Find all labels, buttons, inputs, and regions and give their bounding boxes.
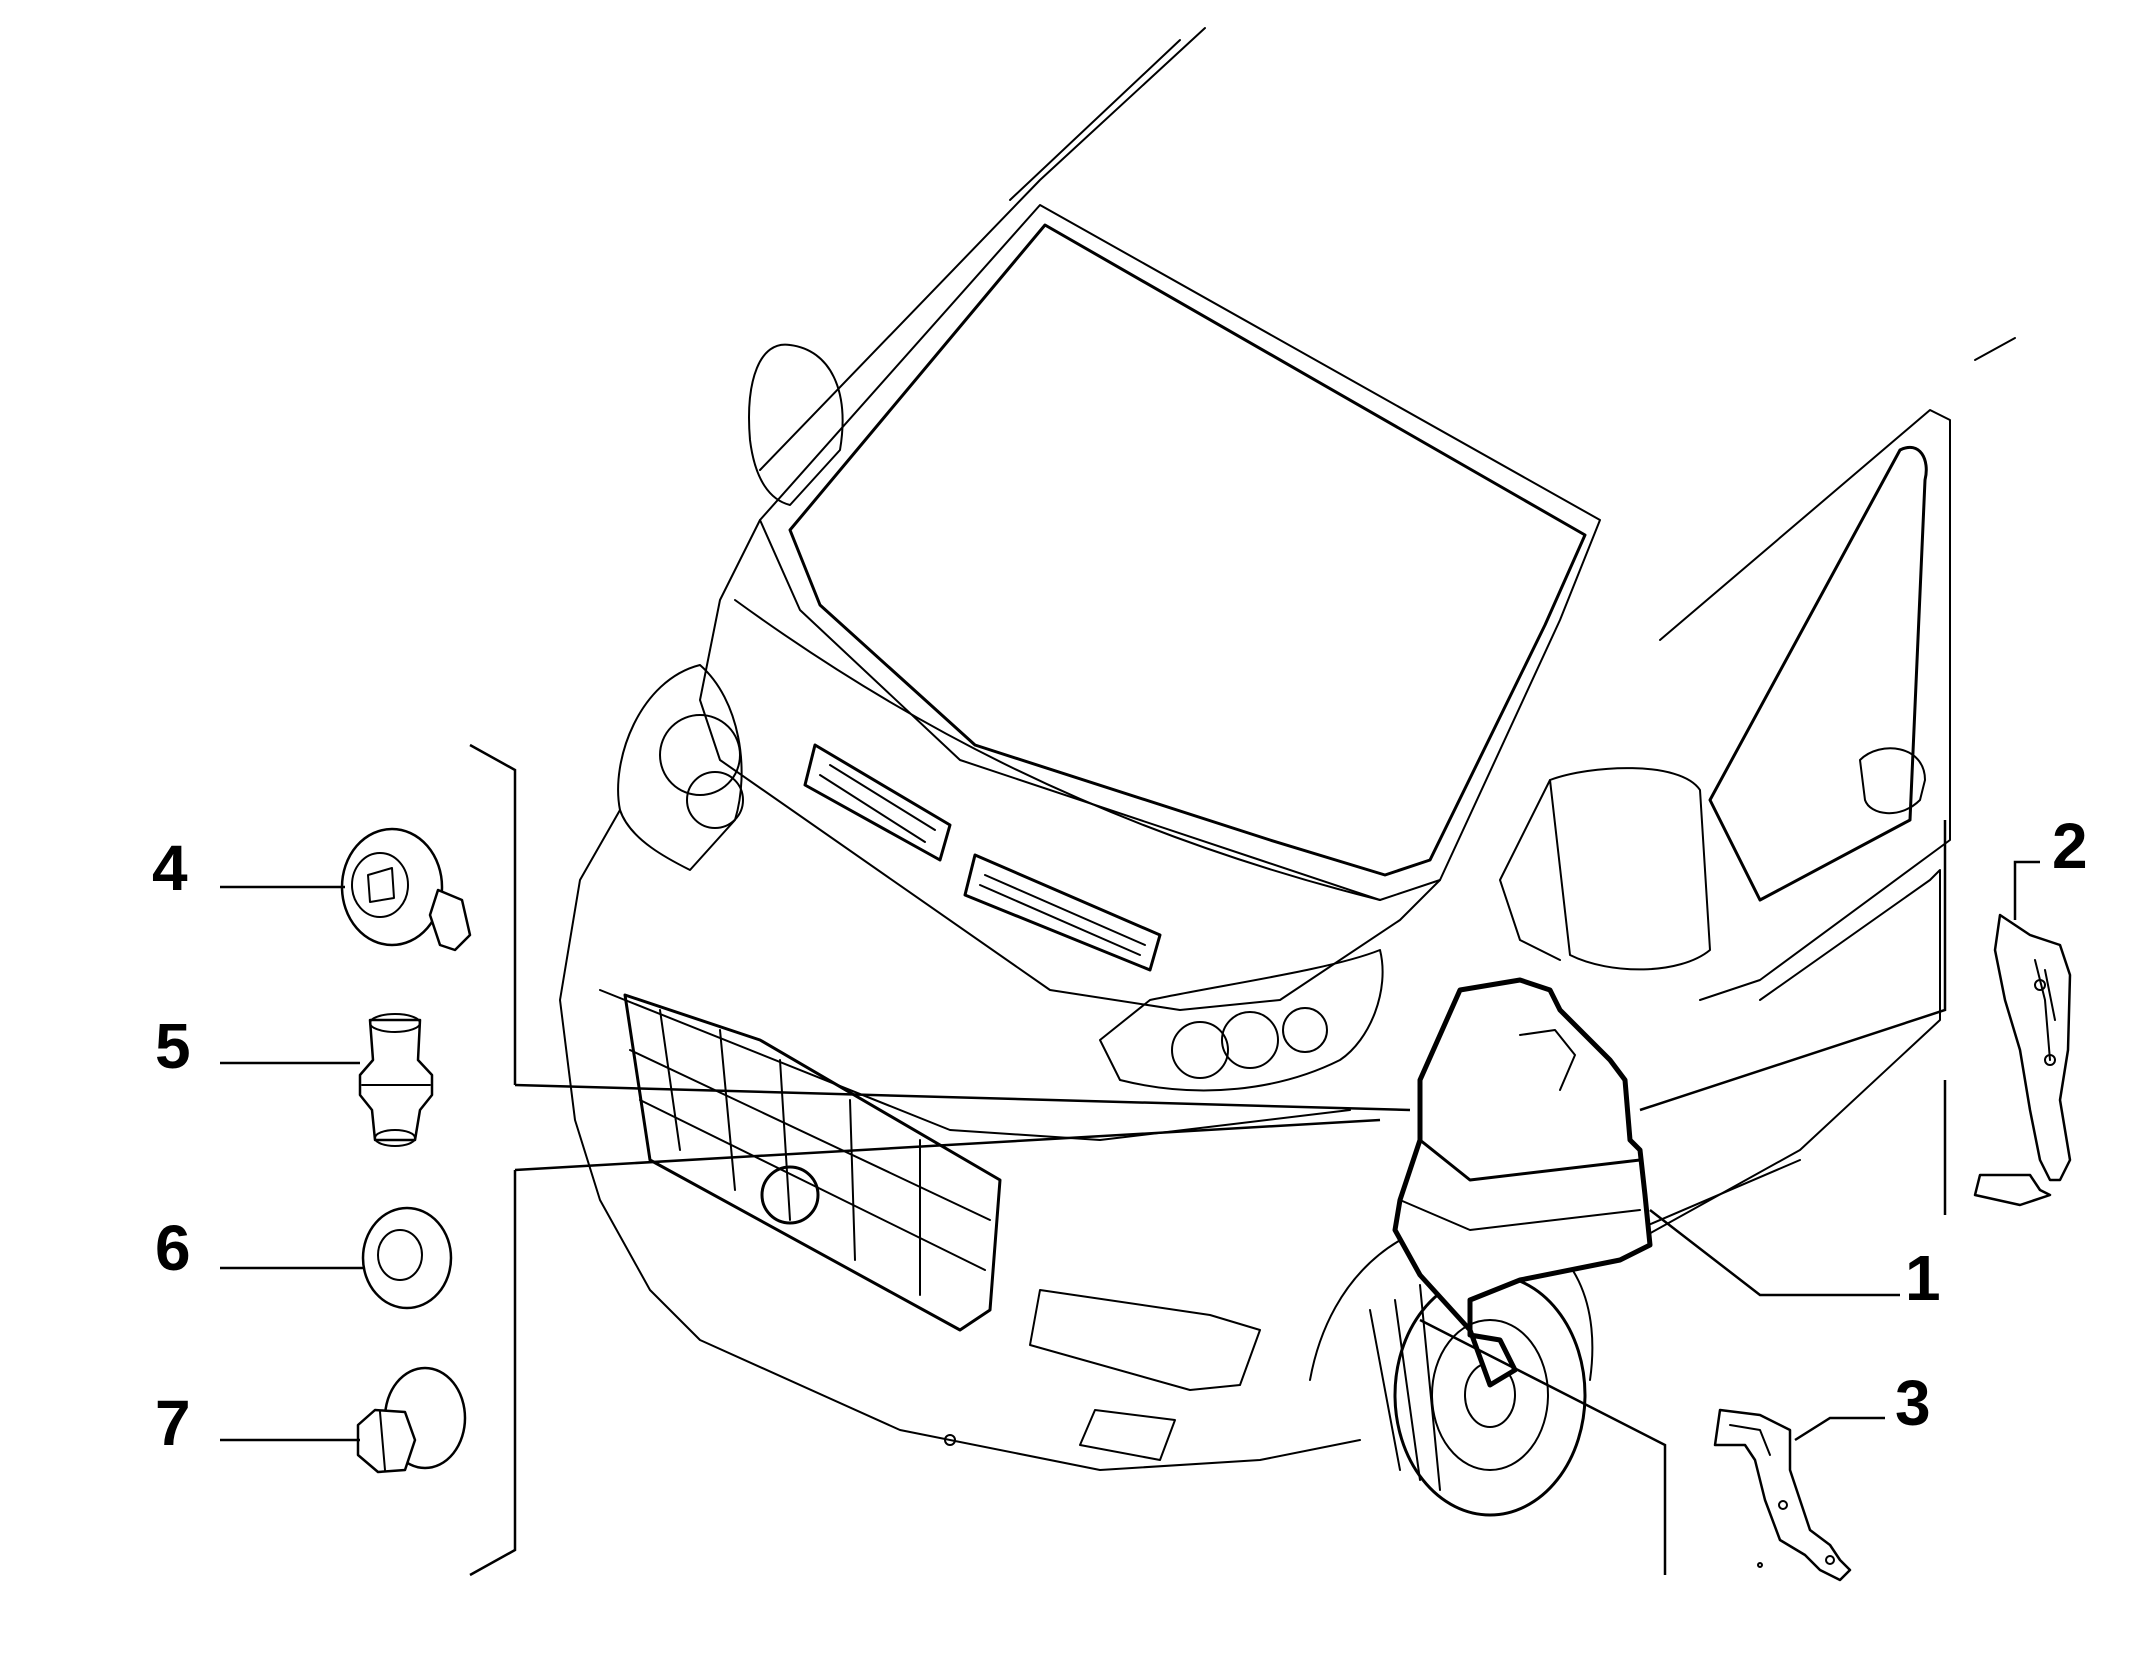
callout-4: 4: [152, 832, 188, 904]
leader-3b: [1419, 1318, 1667, 1575]
van-illustration: [559, 27, 2016, 1517]
callout-labels: 1 2 3 4 5 6 7: [152, 810, 2088, 1459]
leader-2: [2013, 860, 2040, 920]
leader-1: [1649, 1209, 1900, 1297]
group-brace-left: [469, 743, 1411, 1577]
callout-5: 5: [155, 1010, 191, 1082]
part-1-fender: [1392, 977, 1653, 1388]
leader-3: [1794, 1416, 1885, 1442]
callout-1: 1: [1905, 1242, 1941, 1314]
callout-2: 2: [2052, 810, 2088, 882]
group-brace-right: [1639, 820, 1947, 1215]
callout-7: 7: [155, 1387, 191, 1459]
part-7-rivet-nut: [356, 1366, 467, 1474]
part-6-washer: [361, 1206, 453, 1310]
part-2-bracket: [1973, 913, 2072, 1207]
part-4-screw: [340, 827, 472, 952]
callout-6: 6: [155, 1212, 191, 1284]
part-5-nut: [358, 1013, 434, 1147]
callout-3: 3: [1895, 1367, 1931, 1439]
part-3-bracket: [1713, 1408, 1852, 1582]
leader-lines: [220, 860, 2040, 1575]
